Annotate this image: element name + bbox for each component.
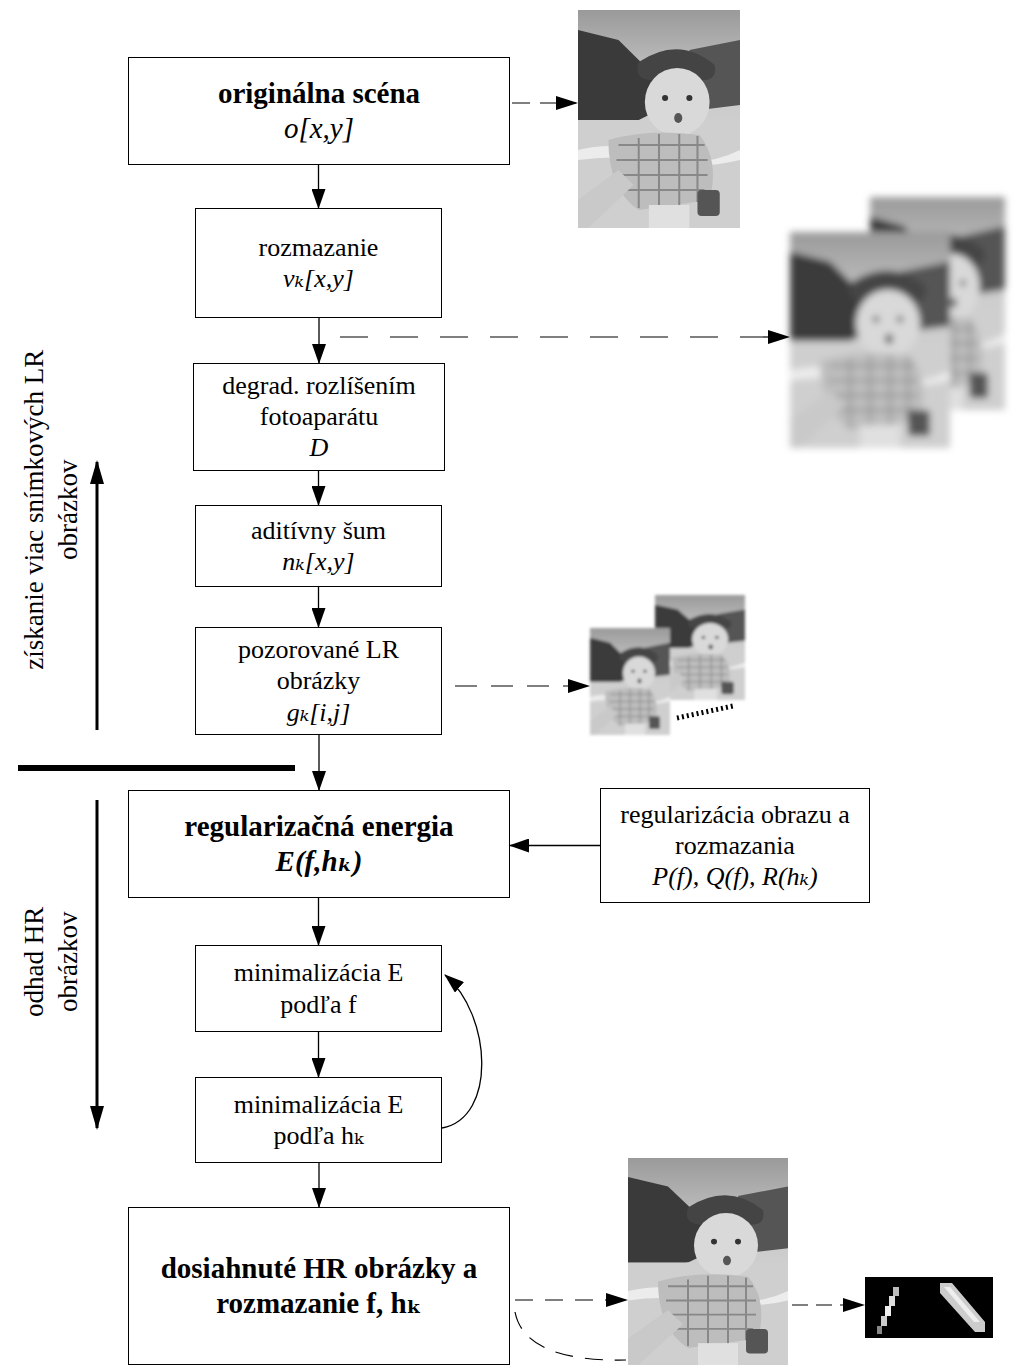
blur-kernels xyxy=(865,1277,993,1338)
minimize-h-box: minimalizácia E podľa hₖ xyxy=(195,1077,442,1163)
result-box: dosiahnuté HR obrázky a rozmazanie f, hₖ xyxy=(128,1207,510,1365)
phase-arrow xyxy=(96,800,99,1128)
dots xyxy=(677,706,733,718)
box-symbol: D xyxy=(310,432,329,463)
noise-box: aditívny šumnₖ[x,y] xyxy=(195,505,442,587)
blur-box: rozmazanievₖ[x,y] xyxy=(195,208,442,318)
blurred-photos xyxy=(790,197,1005,448)
energy-box: regularizačná energiaE(f,hₖ) xyxy=(128,790,510,898)
flow-arrow xyxy=(318,1163,319,1207)
flow-arrow xyxy=(318,735,319,790)
regularization-box: regularizácia obrazu a rozmazaniaP(f), Q… xyxy=(600,788,870,903)
box-label: regularizačná energia xyxy=(184,809,453,844)
box-label: rozmazanie xyxy=(259,232,379,263)
box-label: regularizácia obrazu a rozmazania xyxy=(611,799,859,861)
box-label: minimalizácia E podľa hₖ xyxy=(206,1089,431,1151)
leader-arrow xyxy=(792,1304,863,1305)
flow-arrow xyxy=(318,318,319,363)
box-symbol: gₖ[i,j] xyxy=(287,697,351,728)
phase-label: získanie viac snímkových LR obrázkov xyxy=(18,310,86,710)
phase-arrow xyxy=(96,462,99,730)
box-label: aditívny šum xyxy=(251,515,386,546)
minimize-f-box: minimalizácia E podľa f xyxy=(195,945,442,1032)
separator-bar xyxy=(18,765,295,771)
original-photo xyxy=(578,10,740,228)
observed-box: pozorované LR obrázkygₖ[i,j] xyxy=(195,627,442,735)
leader-arrow xyxy=(512,102,576,103)
box-symbol: P(f), Q(f), R(hₖ) xyxy=(652,861,817,892)
flow-arrow xyxy=(318,898,319,945)
phase-label: odhad HR obrázkov xyxy=(18,887,86,1037)
leader-arrow xyxy=(515,1299,626,1300)
box-label: minimalizácia E podľa f xyxy=(206,957,431,1019)
leader-arrow xyxy=(455,685,588,686)
box-label: dosiahnuté HR obrázky a rozmazanie f, hₖ xyxy=(139,1251,499,1321)
flow-arrow xyxy=(318,471,319,505)
box-label: originálna scéna xyxy=(218,76,420,111)
hr-photo xyxy=(628,1158,788,1365)
box-symbol: nₖ[x,y] xyxy=(282,546,354,577)
scene-box: originálna scénao[x,y] xyxy=(128,57,510,165)
box-symbol: o[x,y] xyxy=(284,111,354,146)
flow-arrow xyxy=(318,1032,319,1077)
camera-box: degrad. rozlíšením fotoaparátuD xyxy=(193,363,445,471)
leader-line xyxy=(515,1312,626,1360)
flow-arrow xyxy=(510,845,600,846)
box-label: pozorované LR obrázky xyxy=(206,634,431,696)
leader-arrow xyxy=(340,336,788,337)
box-symbol: vₖ[x,y] xyxy=(283,263,354,294)
flow-arrow xyxy=(442,975,482,1128)
flow-arrow xyxy=(318,165,319,208)
flow-arrow xyxy=(318,587,319,627)
lr-photos xyxy=(590,595,745,735)
box-symbol: E(f,hₖ) xyxy=(276,844,363,879)
box-label: degrad. rozlíšením fotoaparátu xyxy=(204,370,434,432)
